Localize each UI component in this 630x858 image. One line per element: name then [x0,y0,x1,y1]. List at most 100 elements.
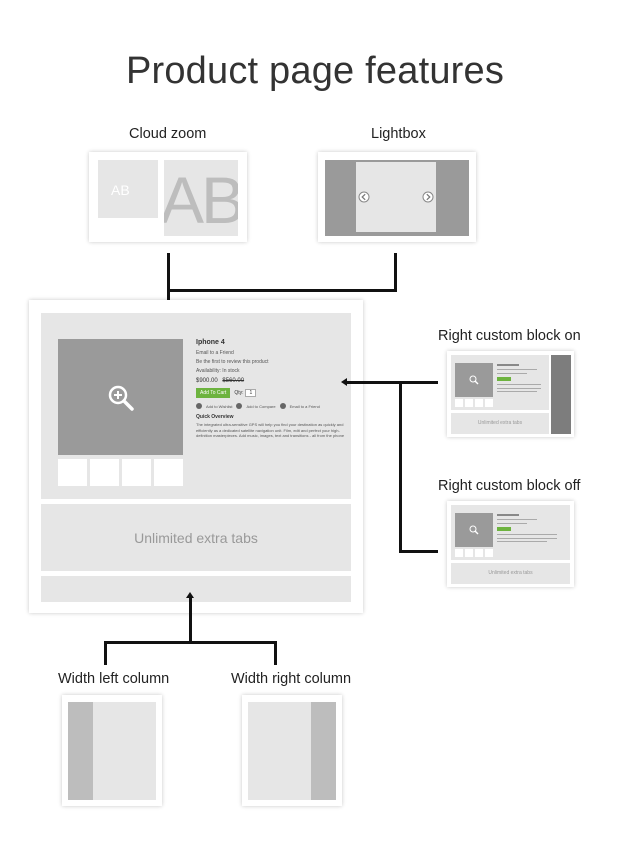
cart-row: Add To Cart Qty: 1 [196,388,346,398]
mini-thumbnail [465,399,473,407]
right-block-off-card: Unlimited extra tabs [447,501,574,587]
cloud-zoom-card: AB AB [89,152,247,242]
right-block-on-card: Unlimited extra tabs [447,351,574,437]
mini-main-image [455,363,493,397]
mini-thumbnail [475,399,483,407]
connector-right-top [345,381,438,384]
width-right-card [242,695,342,806]
magnifier-plus-icon [469,375,479,385]
zoom-large-text: AB [164,163,238,236]
caption-width-right: Width right column [231,671,352,687]
footer-area [41,576,351,602]
mini-cart-button [497,527,511,531]
mini-text-line [497,369,537,370]
mini-tabs-area: Unlimited extra tabs [451,413,549,434]
thumbnail[interactable] [154,459,183,486]
connector-right-vertical [399,381,402,553]
thumbnail[interactable] [90,459,119,486]
mini-main-image [455,513,493,547]
mini-cart-button [497,377,511,381]
connector-bottom-right [274,641,277,665]
mini-text-line [497,388,541,389]
mini-text-line [497,541,547,542]
main-image [58,339,183,455]
overview-text: The integrated ultra-sensitive GPS will … [196,422,345,439]
wishlist-icon[interactable] [196,403,202,409]
mini-text-line [497,384,541,385]
mini-text-line [497,514,519,516]
email-icon[interactable] [279,403,286,409]
thumbnail[interactable] [122,459,151,486]
old-price: $560.00 [222,378,245,384]
right-column [311,702,336,800]
mini-product-area [451,505,570,560]
mini-thumbnail [475,549,483,557]
caption-lightbox: Lightbox [371,126,426,142]
add-wishlist-link[interactable]: Add to Wishlist [206,403,233,409]
product-details: Iphone 4 Email to a Friend Be the first … [196,339,346,439]
qty-input[interactable]: 1 [245,389,257,397]
mini-product-area [451,355,549,410]
arrow-up-head [186,592,194,598]
caption-cloud-zoom: Cloud zoom [129,126,207,142]
email-friend-link[interactable]: Email to a Friend [196,350,234,356]
add-compare-link[interactable]: Add to Compare [246,403,276,409]
product-area: Iphone 4 Email to a Friend Be the first … [41,313,351,499]
price-row: $900.00 $560.00 [196,378,346,384]
mini-tabs-area: Unlimited extra tabs [451,563,570,584]
magnifier-plus-icon [469,525,479,535]
overview-title: Quick Overview [196,414,234,420]
lightbox-overlay [325,160,469,236]
zoom-small-text: AB [111,182,130,198]
mini-thumbnail [455,399,463,407]
page-title: Product page features [125,50,505,92]
product-name: Iphone 4 [196,339,225,346]
mini-text-line [497,373,527,374]
caption-width-left: Width left column [58,671,170,687]
main-column [93,702,156,800]
arrow-left-circle-icon[interactable] [358,191,370,203]
qty-label: Qty: [234,390,244,396]
mini-text-line [497,538,557,539]
connector-top-horizontal [167,289,397,292]
mini-thumbnail [465,549,473,557]
mini-text-line [497,523,527,524]
mini-thumbnail [485,399,493,407]
zoom-thumbnail: AB [98,160,158,218]
connector-bottom-vertical [189,596,192,643]
action-links: Add to Wishlist Add to Compare Email to … [196,403,346,409]
email-friend-action[interactable]: Email to a Friend [289,403,320,409]
lightbox-card [318,152,476,242]
mini-tabs-label: Unlimited extra tabs [477,420,523,426]
mini-text-line [497,534,557,535]
arrow-right-circle-icon[interactable] [422,191,434,203]
thumbnail[interactable] [58,459,87,486]
connector-bottom-horizontal [104,641,277,644]
mini-text-line [497,391,537,392]
extra-tabs-label: Unlimited extra tabs [134,530,258,546]
caption-right-block-on: Right custom block on [438,328,581,344]
add-to-cart-button[interactable]: Add To Cart [196,388,231,398]
review-link[interactable]: Be the first to review this product [196,359,269,365]
mini-text-line [497,519,537,520]
price: $900.00 [196,378,218,384]
magnifier-plus-icon[interactable] [106,383,136,413]
connector-lightbox [394,253,397,292]
width-left-card [62,695,162,806]
connector-right-bottom [399,550,438,553]
connector-bottom-left [104,641,107,665]
caption-right-block-off: Right custom block off [438,478,581,494]
product-page-card: Iphone 4 Email to a Friend Be the first … [29,300,363,613]
mini-text-line [497,364,519,366]
main-column [248,702,311,800]
arrow-left-head [341,378,347,386]
extra-tabs-area: Unlimited extra tabs [41,504,351,571]
lightbox-image [356,162,436,232]
connector-cloud-zoom [167,253,170,323]
mini-tabs-label: Unlimited extra tabs [488,570,533,576]
left-column [68,702,93,800]
compare-icon[interactable] [236,403,243,409]
availability: Availability: In stock [196,368,240,374]
mini-thumbnail [455,549,463,557]
zoom-large-view: AB [164,160,238,236]
